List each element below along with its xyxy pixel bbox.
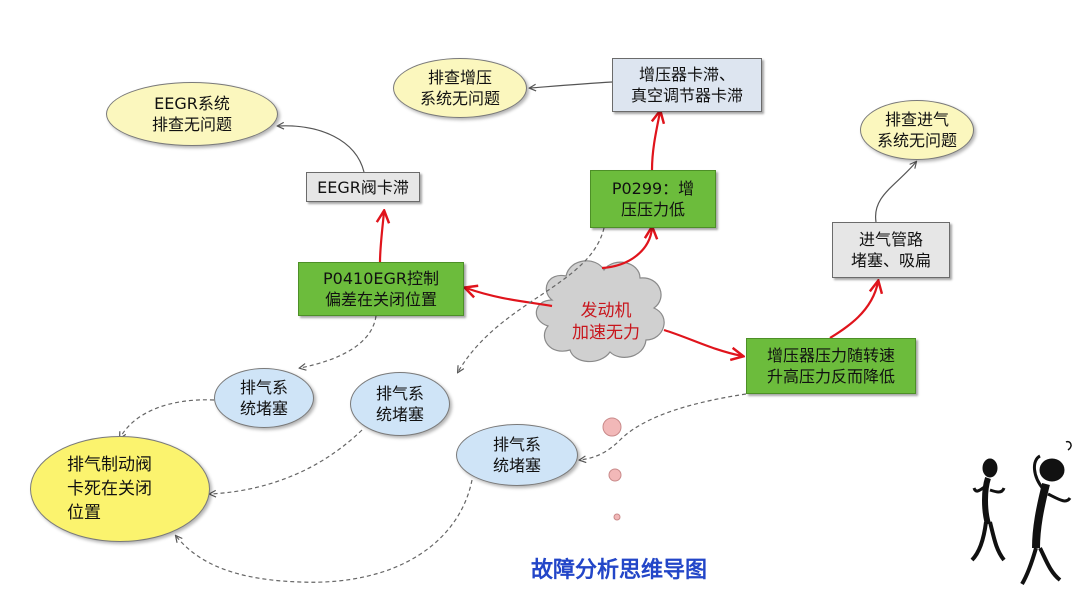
center-problem-label: 发动机 加速无力 <box>556 300 656 344</box>
arrow-cloud-to-boostdrop <box>664 330 742 356</box>
p0299-box: P0299：增 压压力低 <box>590 170 716 228</box>
arrow-cloud-to-p0410 <box>466 288 552 306</box>
eegr-valve-box: EEGR阀卡滞 <box>306 172 420 202</box>
arrow-exhaust2-to-brake <box>210 430 362 494</box>
arrow-valve-to-eegrok <box>278 126 364 172</box>
arrow-p0410-to-exhaust1 <box>300 316 376 368</box>
arrow-p0410-to-valve <box>380 212 384 262</box>
boost-drop-box: 增压器压力随转速 升高压力反而降低 <box>746 338 916 394</box>
arrow-p0299-to-turbo <box>652 112 660 170</box>
arrow-turbo-to-boostok <box>530 82 612 88</box>
p0410-box: P0410EGR控制 偏差在关闭位置 <box>298 262 464 316</box>
diagram-title: 故障分析思维导图 <box>531 552 707 584</box>
turbo-stuck-box: 增压器卡滞、 真空调节器卡滞 <box>612 58 762 112</box>
arrow-intake-to-intakeok <box>876 162 916 222</box>
brake-valve-ellipse: 排气制动阀 卡死在关闭 位置 <box>30 436 210 542</box>
thinking-figures-icon <box>972 442 1071 584</box>
exhaust-ellipse-2: 排气系 统堵塞 <box>350 372 450 436</box>
exhaust-ellipse-3: 排气系 统堵塞 <box>456 424 578 486</box>
intake-block-box: 进气管路 堵塞、吸扁 <box>832 222 950 278</box>
eegr-ok-ellipse: EEGR系统 排查无问题 <box>106 82 278 146</box>
arrow-cloud-to-p0299 <box>602 228 652 268</box>
arrow-exhaust3-to-brake <box>176 480 472 582</box>
intake-ok-ellipse: 排查进气 系统无问题 <box>860 100 974 160</box>
thought-bubbles <box>603 418 621 520</box>
arrow-exhaust1-to-brake <box>120 400 214 438</box>
arrow-boostdrop-to-intake <box>830 282 878 338</box>
boost-ok-ellipse: 排查增压 系统无问题 <box>393 58 527 118</box>
exhaust-ellipse-1: 排气系 统堵塞 <box>214 368 314 428</box>
